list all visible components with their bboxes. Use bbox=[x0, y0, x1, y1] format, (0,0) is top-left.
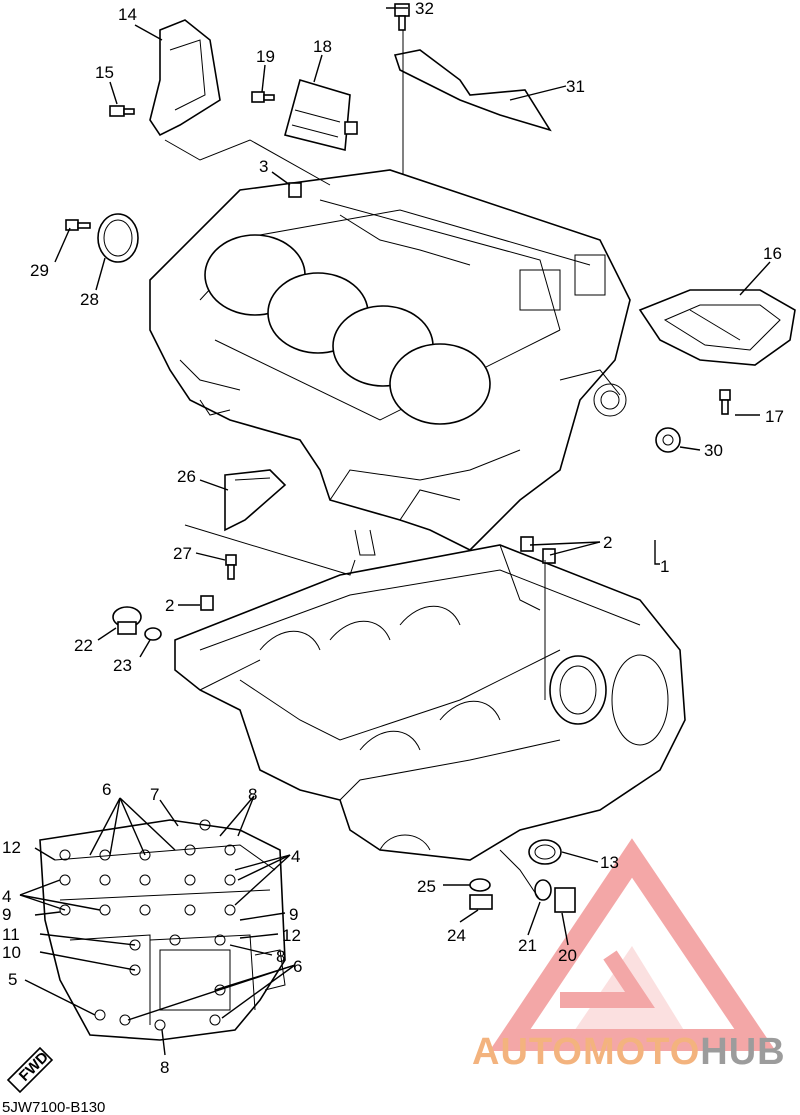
watermark-text: AUTOMOTOHUB bbox=[472, 1031, 786, 1073]
part-23-oring bbox=[144, 627, 162, 641]
part-32-bolt bbox=[394, 3, 410, 31]
part-31-guide bbox=[393, 49, 552, 132]
crankcase-bottom-view bbox=[39, 819, 286, 1041]
leader-lines bbox=[19, 7, 771, 1056]
part-22-plug bbox=[112, 606, 142, 635]
callout-23: 23 bbox=[113, 656, 132, 675]
callout-18: 18 bbox=[313, 37, 332, 56]
part-27-bolt bbox=[225, 554, 237, 580]
callout-10: 10 bbox=[2, 943, 21, 962]
callout-30: 30 bbox=[704, 441, 723, 460]
bottom-view-bolts bbox=[59, 819, 236, 1031]
fwd-arrow: FWD bbox=[6, 1046, 54, 1094]
callout-1: 1 bbox=[660, 557, 669, 576]
callout-4: 4 bbox=[291, 847, 300, 866]
callout-9: 9 bbox=[289, 905, 298, 924]
callout-16: 16 bbox=[763, 244, 782, 263]
watermark-logo bbox=[489, 838, 776, 1051]
callout-29: 29 bbox=[30, 261, 49, 280]
callout-8: 8 bbox=[276, 947, 285, 966]
part-21-oring bbox=[534, 879, 552, 901]
callout-12: 12 bbox=[282, 926, 301, 945]
part-15-bolt bbox=[109, 105, 135, 117]
part-19-bolt bbox=[251, 91, 275, 103]
part-3-dowel bbox=[288, 182, 302, 198]
callout-17: 17 bbox=[765, 407, 784, 426]
part-25-oring bbox=[469, 878, 491, 892]
callout-14: 14 bbox=[118, 5, 137, 24]
callout-7: 7 bbox=[150, 785, 159, 804]
callout-25: 25 bbox=[417, 877, 436, 896]
callout-6: 6 bbox=[293, 957, 302, 976]
callout-20: 20 bbox=[558, 946, 577, 965]
part-26-bearing bbox=[224, 469, 287, 532]
part-29-bolt bbox=[65, 219, 91, 231]
part-18-plate bbox=[284, 78, 358, 152]
callout-11: 11 bbox=[2, 925, 20, 944]
part-30-gear bbox=[655, 427, 681, 453]
part-28-cap bbox=[97, 213, 139, 263]
part-20-plug bbox=[554, 887, 576, 913]
callout-26: 26 bbox=[177, 467, 196, 486]
part-17-bolt bbox=[719, 389, 731, 415]
callout-8: 8 bbox=[248, 785, 257, 804]
callout-13: 13 bbox=[600, 853, 619, 872]
callout-9: 9 bbox=[2, 905, 11, 924]
part-13-plug bbox=[528, 839, 562, 865]
callout-12: 12 bbox=[2, 838, 21, 857]
callout-22: 22 bbox=[74, 636, 93, 655]
part-16-strainer bbox=[638, 289, 796, 366]
callout-24: 24 bbox=[447, 926, 466, 945]
callout-31: 31 bbox=[566, 77, 585, 96]
callout-2: 2 bbox=[603, 533, 612, 552]
callout-19: 19 bbox=[256, 47, 275, 66]
callout-32: 32 bbox=[415, 0, 434, 18]
part-14-cover bbox=[149, 19, 221, 137]
callout-2: 2 bbox=[165, 596, 174, 615]
callout-8: 8 bbox=[160, 1058, 169, 1077]
callout-21: 21 bbox=[518, 936, 537, 955]
diagram-code: 5JW7100-B130 bbox=[2, 1099, 105, 1115]
callout-numbers: 1 2 2 3 4 4 5 6 6 7 8 8 8 9 9 10 11 12 1… bbox=[2, 0, 784, 1077]
callout-27: 27 bbox=[173, 544, 192, 563]
callout-15: 15 bbox=[95, 63, 114, 82]
callout-28: 28 bbox=[80, 290, 99, 309]
callout-5: 5 bbox=[8, 970, 17, 989]
part-2-dowels bbox=[200, 536, 556, 611]
callout-4: 4 bbox=[2, 887, 11, 906]
upper-crankcase bbox=[149, 169, 631, 556]
callout-6: 6 bbox=[102, 780, 111, 799]
part-24-plug bbox=[469, 894, 493, 910]
lower-crankcase bbox=[174, 544, 686, 861]
callout-3: 3 bbox=[259, 157, 268, 176]
